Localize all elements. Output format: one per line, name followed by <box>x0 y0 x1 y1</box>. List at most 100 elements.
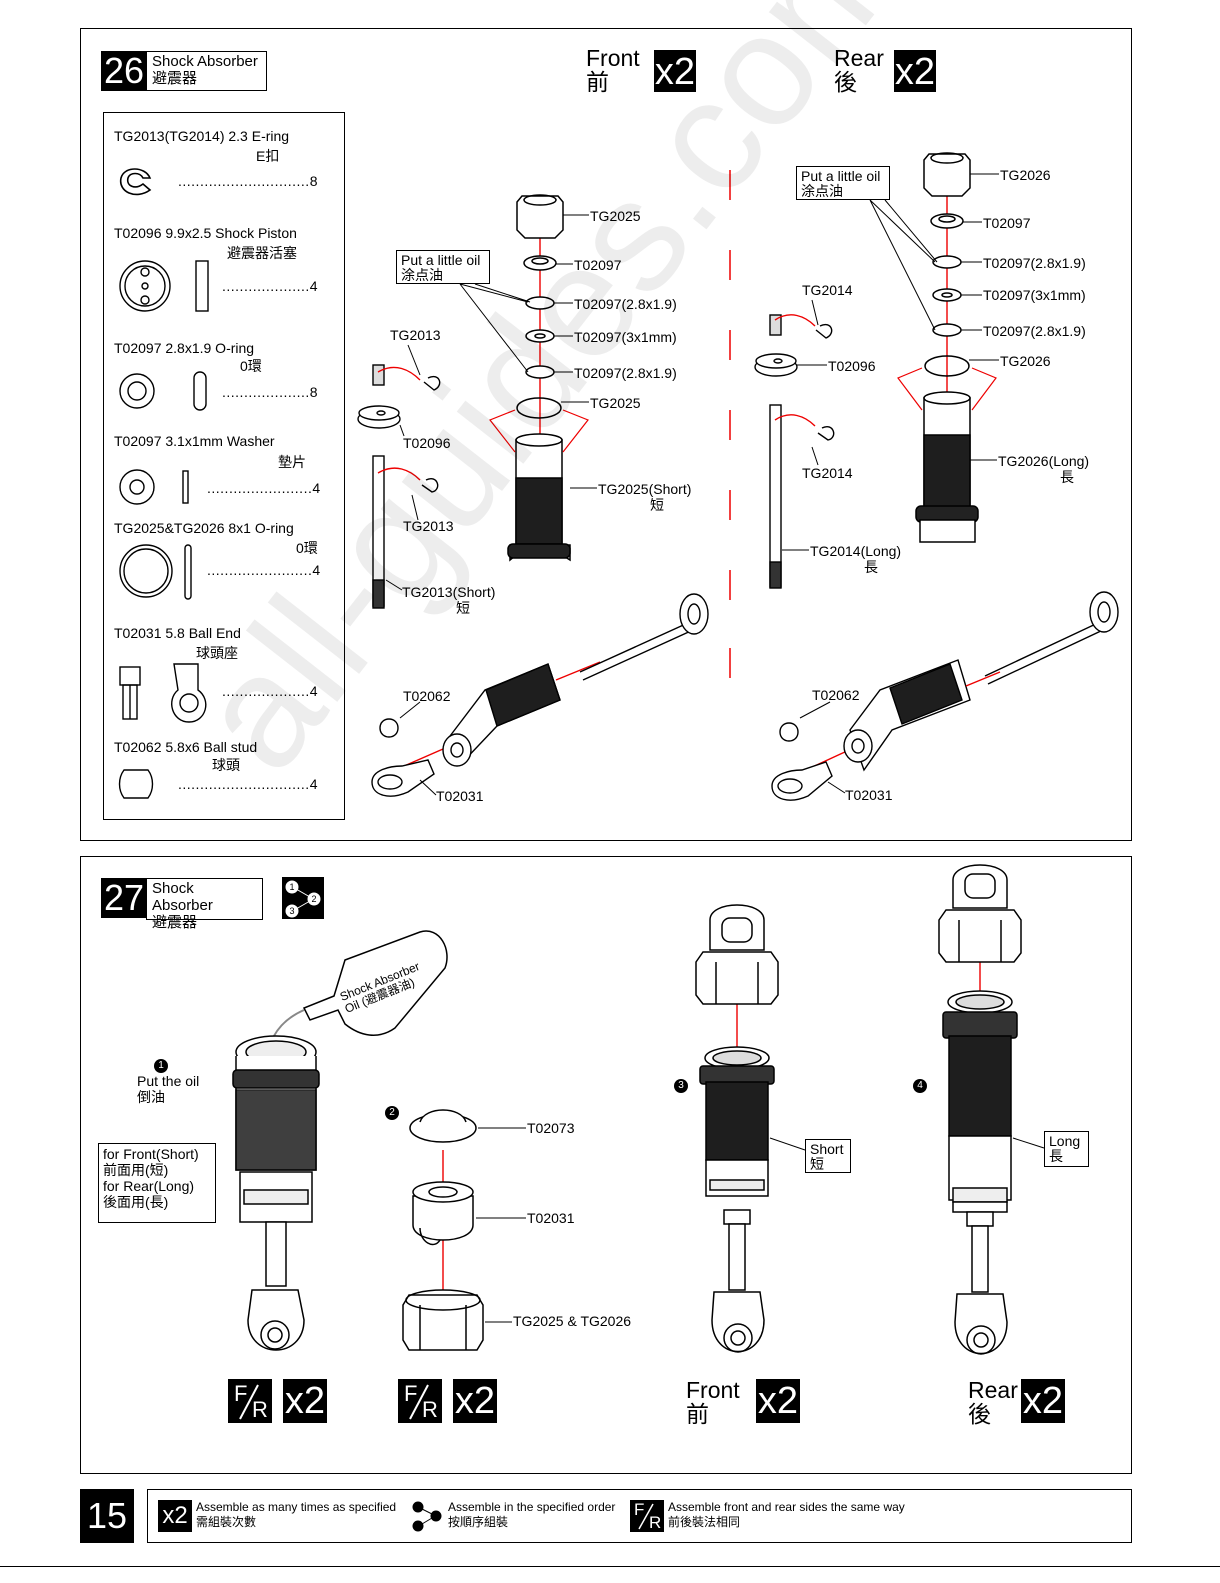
part-name-7: T02062 5.8x6 Ball stud <box>114 739 258 755</box>
step-26-number: 26 <box>101 51 147 91</box>
part-cn-1: E扣 <box>256 148 280 164</box>
part-name-5: TG2025&TG2026 8x1 O-ring <box>114 520 294 536</box>
rear-lbl-ballend: T02031 <box>845 787 893 803</box>
part-qty-3: ....................8 <box>222 384 319 400</box>
part-qty-6: ....................4 <box>222 683 319 699</box>
legend-3-text: Assemble front and rear sides the same w… <box>668 1500 905 1529</box>
rear-lbl-eclip-bottom: TG2014 <box>802 465 853 481</box>
qty-badge-2: x2 <box>453 1379 497 1423</box>
step-27-title: Shock Absorber 避震器 <box>146 878 263 931</box>
rear-lbl-cap: TG2026 <box>1000 167 1051 183</box>
oring-large-icon <box>119 544 192 600</box>
front-lbl-ballend: T02031 <box>436 788 484 804</box>
ball-stud-icon <box>118 769 154 799</box>
front-rear-note: for Front(Short)前面用(短) for Rear(Long)後面用… <box>98 1143 216 1223</box>
front-lbl-oring2: T02097(2.8x1.9) <box>574 365 677 381</box>
part-name-3: T02097 2.8x1.9 O-ring <box>114 340 255 356</box>
shock-piston-icon <box>119 260 209 312</box>
step-26-title-en: Shock Absorber <box>152 53 258 70</box>
part-cn-6: 球頭座 <box>196 645 238 661</box>
step-27-panel <box>80 856 1132 1474</box>
part-qty-2: ....................4 <box>222 278 319 294</box>
part-cn-5: 0環 <box>296 540 318 556</box>
legend-box <box>147 1489 1132 1543</box>
step-26-title-cn: 避震器 <box>152 70 198 87</box>
step-26-panel <box>80 28 1132 841</box>
rear-assembled-shock <box>771 591 1119 801</box>
part-name-4: T02097 3.1x1mm Washer <box>114 433 275 449</box>
rear-lbl-piston: T02096 <box>828 358 876 374</box>
bottom-rule <box>0 1566 1220 1567</box>
front-lbl-eclip-top: TG2013 <box>390 327 441 343</box>
step-marker-4: 4 <box>913 1079 927 1093</box>
order-num-3: 3 <box>289 906 294 916</box>
front-lbl-cap: TG2025 <box>590 208 641 224</box>
lbl-t02031: T02031 <box>527 1210 575 1226</box>
t02031-ballcup <box>412 1195 474 1241</box>
front-assembled-shock <box>371 593 709 797</box>
part-qty-7: ..............................4 <box>178 776 318 792</box>
step-27-title-en: Shock Absorber <box>152 880 213 914</box>
rear-lbl-washer2: T02097(3x1mm) <box>983 287 1086 303</box>
step-26-title: Shock Absorber 避震器 <box>146 51 267 91</box>
lbl-t02073: T02073 <box>527 1120 575 1136</box>
rear-oring-big <box>924 355 970 377</box>
front-lbl-oring1: T02097(2.8x1.9) <box>574 296 677 312</box>
part-cn-3: 0環 <box>240 358 262 374</box>
rear-qty-badge: x2 <box>894 50 936 93</box>
part-name-1: TG2013(TG2014) 2.3 E-ring <box>114 128 290 144</box>
front-lbl-washer2: T02097(3x1mm) <box>574 329 677 345</box>
front-lbl-ballstud: T02062 <box>403 688 451 704</box>
rear-lbl-body: TG2026(Long)長 <box>998 453 1090 485</box>
rear-lbl-shaft: TG2014(Long)長 <box>810 543 902 575</box>
washer-icon <box>119 469 189 505</box>
part-qty-5: ........................4 <box>207 562 321 578</box>
step-27-number: 27 <box>101 878 147 918</box>
oring-small-icon <box>119 371 207 411</box>
rear-lbl-oring1: T02097(2.8x1.9) <box>983 255 1086 271</box>
rear-shaft-assembly <box>754 314 835 589</box>
front-qty-badge: x2 <box>654 50 696 93</box>
part-cn-7: 球頭 <box>212 757 240 773</box>
front-lbl-washer: T02097 <box>574 257 622 273</box>
rear-lbl-oring-big: TG2026 <box>1000 353 1051 369</box>
part-name-6: T02031 5.8 Ball End <box>114 625 241 641</box>
front-lbl-body: TG2025(Short)短 <box>598 481 692 513</box>
parts-list-box <box>103 112 345 820</box>
qty-badge-1: x2 <box>283 1379 327 1423</box>
part-qty-1: ..............................8 <box>178 173 318 189</box>
front-lbl-shaft: TG2013(Short)短 <box>402 584 496 616</box>
rear-lbl-ballstud: T02062 <box>812 687 860 703</box>
lbl-cap-tg2025-tg2026: TG2025 & TG2026 <box>513 1313 632 1329</box>
front-oring-big <box>516 397 562 419</box>
front-lbl-piston: T02096 <box>403 435 451 451</box>
rear-lbl-washer: T02097 <box>983 215 1031 231</box>
order-num-1: 1 <box>289 882 294 892</box>
part-name-2: T02096 9.9x2.5 Shock Piston <box>114 225 297 241</box>
legend-x2-icon: x2 <box>158 1500 192 1532</box>
rear-lbl-eclip-top: TG2014 <box>802 282 853 298</box>
oil-bottle <box>302 930 448 1036</box>
order-icon: 1 2 3 <box>282 877 324 919</box>
